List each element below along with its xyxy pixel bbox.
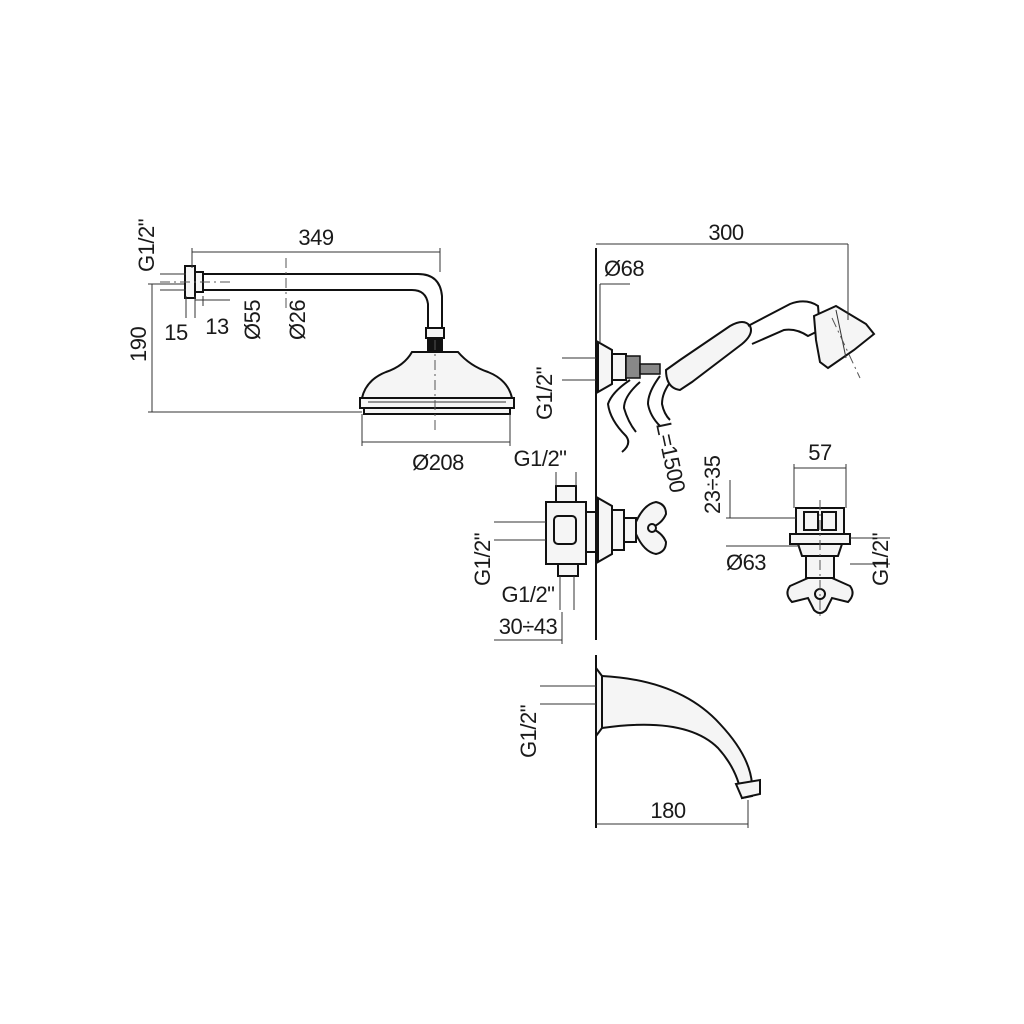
dim-spout-thread: G1/2"	[516, 705, 541, 758]
dim-valve-bottom-thread: G1/2"	[501, 582, 554, 607]
shower-arm	[203, 273, 443, 330]
valve-side-view	[786, 500, 854, 620]
shower-hose	[606, 379, 631, 453]
shower-head-rim	[359, 397, 515, 409]
hand-shower-head	[812, 304, 876, 370]
valve-bottom-outlet	[557, 563, 579, 577]
arm-connector	[425, 327, 445, 339]
bracket-arm	[639, 363, 661, 375]
valve-assembly	[545, 485, 668, 577]
hand-shower-assembly	[597, 300, 876, 453]
dim-valve-top-thread: G1/2"	[513, 446, 566, 471]
dim-arm-length: 349	[298, 225, 333, 250]
valve-side-dimensions: 57 23÷35 Ø63 G1/2"	[700, 440, 893, 586]
shower-head-assembly	[160, 258, 515, 430]
dim-arm-diameter: Ø26	[285, 300, 310, 340]
dim-hose-length: L=1500	[651, 420, 690, 495]
hand-shower-handle	[664, 321, 752, 392]
shower-hose-outer	[622, 381, 641, 433]
dim-valve-side-width: 57	[808, 440, 832, 465]
dim-spout-projection: 180	[650, 798, 685, 823]
dim-flange-depth-a: 15	[164, 320, 188, 345]
shower-head-face	[363, 407, 511, 415]
dim-valve-side-rosette: Ø63	[726, 550, 766, 575]
valve-rosette	[597, 496, 613, 564]
valve-side-port-right	[821, 511, 837, 531]
spout-dimensions: G1/2" 180	[516, 685, 749, 828]
spout-assembly	[595, 665, 761, 800]
spout-body	[601, 674, 753, 800]
dim-outlet-diameter: Ø68	[604, 256, 644, 281]
dim-valve-side-depth: 23÷35	[700, 455, 725, 514]
dim-valve-side-thread: G1/2"	[470, 533, 495, 586]
shower-head-dimensions: 349 G1/2" 15 13 Ø55 Ø26 190 Ø208	[126, 219, 511, 475]
dim-flange-depth-b: 13	[205, 314, 229, 339]
bracket-body	[611, 353, 627, 381]
dim-flange-diameter: Ø55	[240, 300, 265, 340]
dim-valve-depth-range: 30÷43	[499, 614, 558, 639]
valve-stem	[623, 517, 637, 543]
bracket-holder	[625, 355, 641, 379]
valve-dimensions: G1/2" G1/2" G1/2" 30÷43	[470, 446, 577, 644]
dim-hand-shower-length: 300	[708, 220, 743, 245]
dim-arm-thread: G1/2"	[134, 219, 159, 272]
valve-top-inlet	[555, 485, 577, 503]
spout-outlet	[734, 778, 761, 800]
hand-shower-bracket	[597, 340, 613, 394]
dim-head-diameter: Ø208	[412, 450, 464, 475]
valve-side-port-left	[803, 511, 819, 531]
dim-valve-side-thread: G1/2"	[868, 533, 893, 586]
dim-bracket-thread: G1/2"	[532, 367, 557, 420]
dim-height: 190	[126, 327, 151, 362]
valve-port	[553, 515, 577, 545]
shower-head-body	[360, 351, 514, 399]
valve-connector	[585, 511, 597, 553]
valve-sleeve	[611, 509, 625, 551]
